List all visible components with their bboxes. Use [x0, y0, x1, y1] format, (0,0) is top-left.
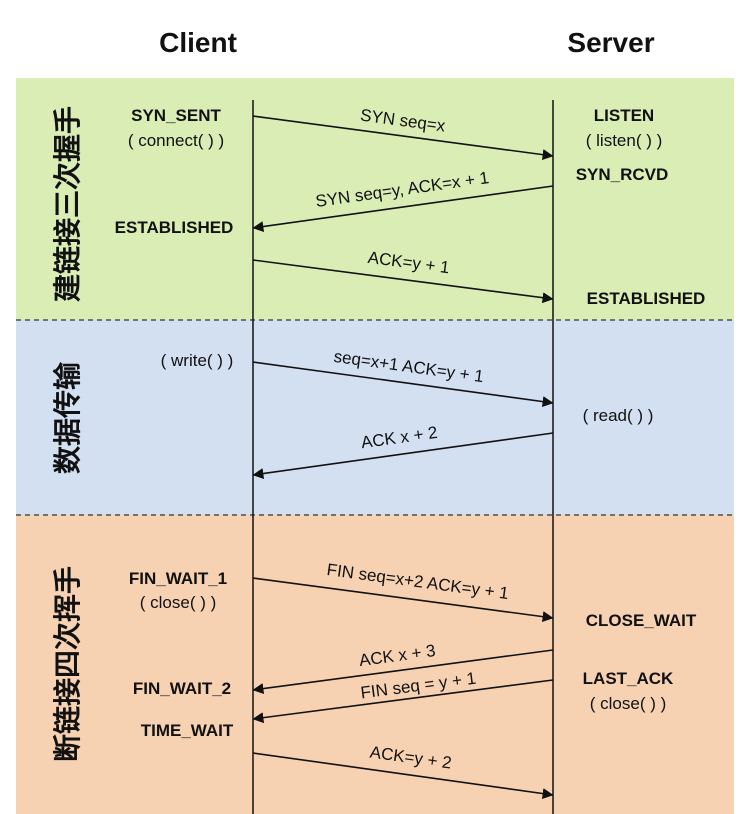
msg-arrow-ack-data — [252, 432, 554, 479]
msg-arrow-syn-ack — [252, 185, 554, 232]
phase-label-teardown: 断链接四次挥手 — [51, 566, 84, 762]
client-state-time-wait: TIME_WAIT — [141, 721, 234, 740]
server-header: Server — [567, 27, 654, 58]
msg-arrow-ack-fin-2 — [252, 752, 554, 799]
server-call-listen: ( listen( ) ) — [586, 131, 663, 150]
server-state-listen: LISTEN — [594, 106, 654, 125]
client-call-close: ( close( ) ) — [140, 593, 217, 612]
msg-arrow-syn — [252, 115, 554, 161]
msg-arrow-data — [252, 361, 554, 408]
phase-band-transfer — [16, 320, 734, 515]
client-header: Client — [159, 27, 237, 58]
client-state-syn-sent: SYN_SENT — [131, 106, 221, 125]
msg-arrow-fin-1 — [252, 577, 554, 623]
msg-arrow-ack-fin-1 — [252, 649, 554, 695]
server-state-established: ESTABLISHED — [587, 289, 706, 308]
server-state-syn-rcvd: SYN_RCVD — [576, 165, 669, 184]
server-state-last-ack: LAST_ACK — [583, 669, 674, 688]
phase-band-handshake — [16, 78, 734, 320]
client-state-established: ESTABLISHED — [115, 218, 234, 237]
msg-arrow-fin-2 — [252, 679, 554, 724]
msg-arrow-ack-1 — [252, 259, 554, 304]
client-state-fin-wait-1: FIN_WAIT_1 — [129, 569, 227, 588]
client-call-write: ( write( ) ) — [161, 351, 234, 370]
phase-band-teardown — [16, 515, 734, 814]
client-state-fin-wait-2: FIN_WAIT_2 — [133, 679, 231, 698]
client-call-connect: ( connect( ) ) — [128, 131, 224, 150]
phase-label-handshake: 建链接三次握手 — [51, 106, 84, 302]
phase-label-transfer: 数据传输 — [51, 361, 84, 474]
server-state-close-wait: CLOSE_WAIT — [586, 611, 697, 630]
server-call-close: ( close( ) ) — [590, 694, 667, 713]
server-call-read: ( read( ) ) — [583, 406, 654, 425]
